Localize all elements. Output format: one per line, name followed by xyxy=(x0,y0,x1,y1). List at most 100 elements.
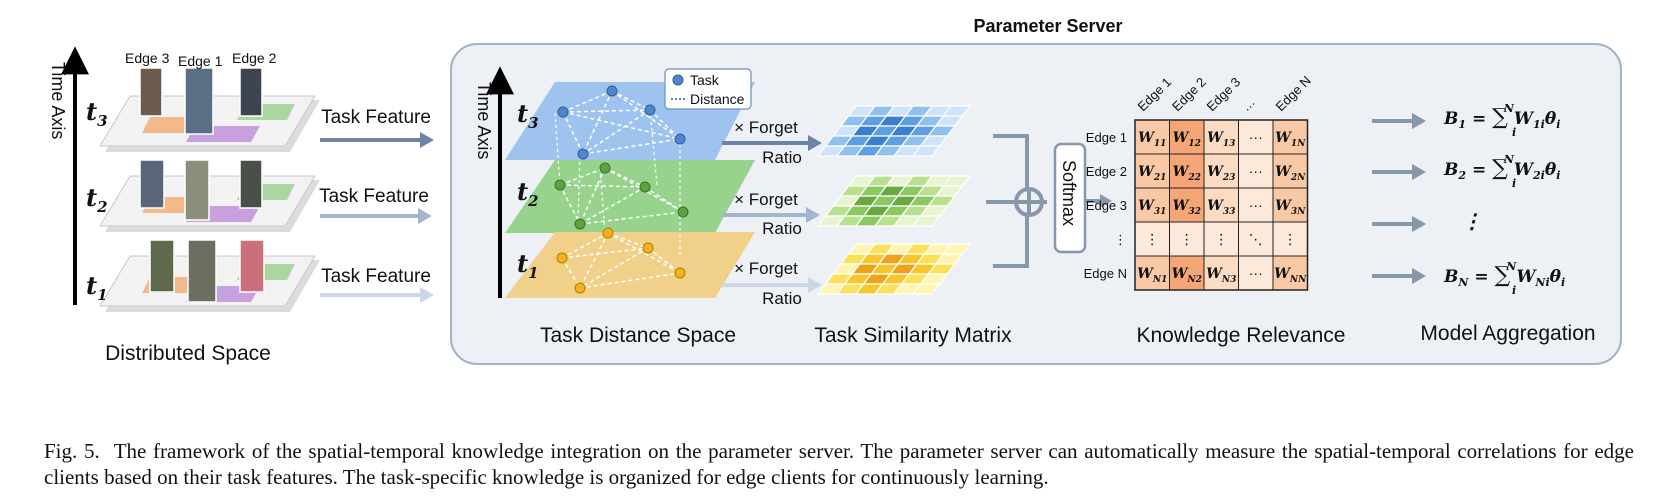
relevance-cell-label: W32 xyxy=(1173,198,1201,217)
server-time-label-t3: t3 xyxy=(517,99,539,132)
relevance-cell xyxy=(1169,187,1205,223)
relevance-cell xyxy=(1203,119,1239,155)
figure-caption: Fig. 5.The framework of the spatial-temp… xyxy=(44,438,1634,490)
relevance-cell-label: ⋮ xyxy=(1214,231,1228,247)
pedestrian-photos xyxy=(139,67,265,303)
aggregation-arrows xyxy=(1372,113,1426,284)
relevance-row-header: Edge 1 xyxy=(1086,130,1127,145)
distance-plane-t2 xyxy=(505,160,755,233)
relevance-cell-label: ··· xyxy=(1249,265,1263,281)
similarity-grid-t3 xyxy=(816,105,972,157)
relevance-cell-label: ··· xyxy=(1249,163,1263,179)
similarity-cell xyxy=(911,145,941,157)
relevance-cell-label: WN2 xyxy=(1172,266,1202,285)
relevance-cell xyxy=(1134,221,1170,257)
relevance-cell-label: W12 xyxy=(1173,130,1201,149)
task-network-t3 xyxy=(562,90,681,155)
relevance-cell-label: W23 xyxy=(1207,164,1235,183)
relevance-cell xyxy=(1169,153,1205,189)
relevance-cell-label: W3N xyxy=(1275,198,1306,217)
parameter-server-title: Parameter Server xyxy=(973,16,1122,36)
task-feature-label-2: Task Feature xyxy=(319,186,429,207)
caption-text: The framework of the spatial-temporal kn… xyxy=(44,439,1635,489)
edge-label-3: Edge 3 xyxy=(125,50,170,66)
similarity-grid-t1 xyxy=(816,243,972,295)
task-feature-arrows: Task Feature Task Feature Task Feature xyxy=(319,107,434,303)
ratio-label-t3: Ratio xyxy=(762,148,802,167)
task-nodes-t3 xyxy=(557,85,686,160)
server-time-axis-label: Time Axis xyxy=(474,82,494,159)
relevance-cell-label: W31 xyxy=(1138,198,1166,217)
relevance-cell xyxy=(1272,153,1308,189)
forget-label-t1: × Forget xyxy=(734,259,798,278)
distance-plane-t1 xyxy=(505,232,755,298)
aggregation-vertical-dots: ⋮ xyxy=(1462,209,1482,233)
distributed-space-panel: Time Axis xyxy=(48,46,320,365)
relevance-row-header: Edge N xyxy=(1084,266,1127,281)
time-label-t3: t3 xyxy=(86,97,108,130)
server-time-label-t1: t1 xyxy=(517,249,539,282)
task-node-icon xyxy=(672,74,684,86)
relevance-row-header: Edge 2 xyxy=(1086,164,1127,179)
relevance-cell-label: WN3 xyxy=(1206,266,1236,285)
softmax-box xyxy=(1053,142,1087,254)
task-feature-label-1: Task Feature xyxy=(321,107,431,128)
aggregation-sum-index: i xyxy=(1512,284,1516,297)
relevance-cell xyxy=(1134,187,1170,223)
aggregation-formula: B1 = ∑NW1iθi xyxy=(1443,102,1560,131)
relevance-row-header: Edge 3 xyxy=(1086,198,1127,213)
edge-label-2: Edge 2 xyxy=(232,50,277,66)
relevance-cell-label: W21 xyxy=(1138,164,1166,183)
stage-title-relevance: Knowledge Relevance xyxy=(1137,324,1346,347)
similarity-grid-t2 xyxy=(816,175,972,227)
task-nodes-t1 xyxy=(556,227,686,294)
framework-figure: Time Axis xyxy=(48,16,1622,365)
relevance-cell-label: WNN xyxy=(1274,266,1307,285)
task-feature-label-3: Task Feature xyxy=(321,266,431,287)
relevance-cell xyxy=(1134,255,1170,291)
parameter-server-panel: Parameter Server Time Axis xyxy=(450,16,1622,365)
legend-distance-label: Distance xyxy=(690,91,745,107)
relevance-cell-label: ··· xyxy=(1249,197,1263,213)
combiner xyxy=(986,134,1047,268)
server-time-label-t2: t2 xyxy=(517,177,539,210)
relevance-cell-label: ⋮ xyxy=(1145,231,1159,247)
edge-label-1: Edge 1 xyxy=(178,53,223,69)
distributed-space-title: Distributed Space xyxy=(105,342,271,365)
relevance-cell-label: W2N xyxy=(1275,164,1306,183)
ratio-label-t1: Ratio xyxy=(762,289,802,308)
aggregation-sum-index: i xyxy=(1512,126,1516,139)
relevance-cell-label: W11 xyxy=(1138,130,1166,149)
edge-map-t2 xyxy=(99,175,320,232)
relevance-cell-label: ⋮ xyxy=(1180,231,1194,247)
time-axis-label: Time Axis xyxy=(48,62,68,139)
relevance-cell xyxy=(1238,187,1274,223)
relevance-cell-label: W22 xyxy=(1173,164,1201,183)
ratio-label-t2: Ratio xyxy=(762,219,802,238)
relevance-cell-label: W1N xyxy=(1275,130,1306,149)
caption-label: Fig. 5. xyxy=(44,439,100,463)
forget-ratio-arrows: × Forget Ratio × Forget Ratio × Forget R… xyxy=(722,118,822,308)
relevance-cell-label: ⋱ xyxy=(1249,231,1263,247)
softmax-label: Softmax xyxy=(1059,160,1079,226)
stage-title-aggregation: Model Aggregation xyxy=(1420,322,1595,345)
time-label-t2: t2 xyxy=(86,183,108,216)
legend-task-label: Task xyxy=(690,72,720,88)
relevance-cell-label: ··· xyxy=(1249,129,1263,145)
relevance-cell-label: WN1 xyxy=(1137,266,1167,285)
relevance-row-header: ⋮ xyxy=(1114,232,1127,247)
relevance-cell xyxy=(1272,187,1308,223)
distance-legend: Task Distance xyxy=(664,68,752,110)
aggregation-sum-index: i xyxy=(1512,177,1516,190)
relevance-cell-label: W13 xyxy=(1207,130,1235,149)
task-network-t1 xyxy=(561,232,681,289)
stage-title-similarity: Task Similarity Matrix xyxy=(814,324,1012,347)
stage-title-distance: Task Distance Space xyxy=(540,324,736,347)
relevance-cell-label: W33 xyxy=(1207,198,1235,217)
time-label-t1: t1 xyxy=(86,271,108,304)
relevance-cell-label: ⋮ xyxy=(1283,231,1297,247)
similarity-cell xyxy=(911,283,941,295)
aggregation-formula: B2 = ∑NW2iθi xyxy=(1443,153,1560,182)
aggregation-formula: BN = ∑NWNiθi xyxy=(1443,260,1565,289)
